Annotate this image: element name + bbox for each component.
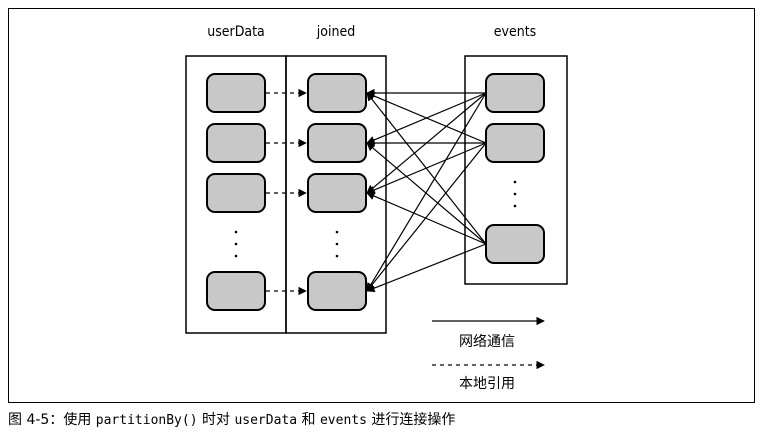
userdata-partition-3	[206, 173, 266, 213]
network-shuffle-arrows	[366, 88, 487, 293]
caption-code-partitionby: partitionBy()	[95, 413, 198, 428]
joined-ellipsis	[335, 230, 339, 258]
events-ellipsis	[513, 180, 517, 208]
figure-caption: 图 4-5：使用 partitionBy() 时对 userData 和 eve…	[8, 409, 455, 429]
caption-mid-2: 和	[297, 412, 320, 428]
joined-header: joined	[316, 24, 355, 40]
events-header: events	[494, 24, 536, 40]
userdata-header: userData	[207, 24, 265, 40]
caption-code-events: events	[319, 413, 367, 428]
events-partition-1	[485, 73, 545, 113]
caption-code-userdata: userData	[234, 413, 298, 428]
figure-frame	[8, 8, 755, 403]
userdata-partition-1	[206, 73, 266, 113]
joined-partition-3	[307, 173, 367, 213]
userdata-ellipsis	[234, 230, 238, 258]
events-partition-2	[485, 123, 545, 163]
legend: 网络通信 本地引用	[432, 316, 545, 392]
joined-column	[285, 55, 387, 334]
events-partition-n	[485, 224, 545, 264]
userdata-partition-n	[206, 271, 266, 311]
joined-partition-n	[307, 271, 367, 311]
caption-prefix: 图 4-5：使用	[8, 412, 96, 428]
userdata-partition-2	[206, 123, 266, 163]
legend-network-label: 网络通信	[459, 334, 515, 350]
caption-mid-1: 时对	[197, 412, 235, 428]
joined-partition-2	[307, 123, 367, 163]
local-reference-arrows	[266, 88, 307, 296]
caption-suffix: 进行连接操作	[366, 412, 456, 428]
joined-partition-1	[307, 73, 367, 113]
legend-local-label: 本地引用	[459, 376, 515, 392]
